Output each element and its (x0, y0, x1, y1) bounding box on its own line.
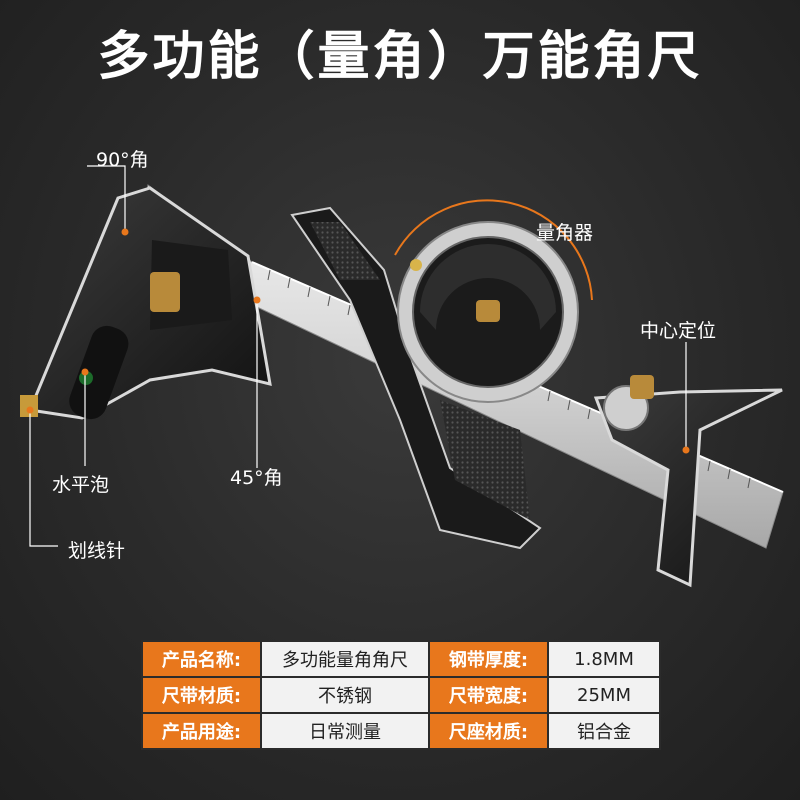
spec-key: 尺带宽度: (428, 676, 549, 714)
spec-value: 不锈钢 (260, 676, 430, 714)
spec-table: 产品名称: 多功能量角角尺 钢带厚度: 1.8MM 尺带材质: 不锈钢 尺带宽度… (141, 640, 661, 750)
leader-angle90 (87, 165, 126, 232)
callout-scriber: 划线针 (68, 540, 126, 562)
callout-center-locator: 中心定位 (640, 320, 717, 342)
spec-key: 产品用途: (141, 712, 262, 750)
center-lock-screw (630, 375, 654, 399)
spec-value: 1.8MM (547, 640, 661, 678)
scriber-tip (20, 395, 38, 417)
callout-dots (26, 228, 690, 454)
callout-protractor: 量角器 (536, 222, 594, 244)
page-title: 多功能（量角）万能角尺 (97, 27, 703, 87)
spec-key: 产品名称: (141, 640, 262, 678)
center-head (593, 375, 783, 588)
spec-row: 尺带材质: 不锈钢 尺带宽度: 25MM (141, 676, 661, 714)
callout-90-degree: 90°角 (96, 149, 149, 171)
spec-row: 产品用途: 日常测量 尺座材质: 铝合金 (141, 712, 661, 750)
square-head (20, 186, 272, 420)
spec-value: 铝合金 (547, 712, 661, 750)
callout-level-vial: 水平泡 (52, 474, 110, 496)
level-bubble (79, 371, 93, 385)
spec-key: 尺带材质: (141, 676, 262, 714)
spec-value: 多功能量角角尺 (260, 640, 430, 678)
protractor-lock-screw (476, 300, 500, 322)
head-lock-screw (150, 272, 180, 312)
callout-45-degree: 45°角 (230, 467, 283, 489)
spec-row: 产品名称: 多功能量角角尺 钢带厚度: 1.8MM (141, 640, 661, 678)
protractor-highlight (394, 199, 593, 301)
spec-key: 钢带厚度: (428, 640, 549, 678)
protractor-head (290, 206, 579, 550)
leader-scriber (29, 410, 58, 547)
spec-value: 日常测量 (260, 712, 430, 750)
spec-key: 尺座材质: (428, 712, 549, 750)
level-vial-holder (69, 325, 129, 420)
spec-value: 25MM (547, 676, 661, 714)
callout-lines (29, 165, 687, 547)
